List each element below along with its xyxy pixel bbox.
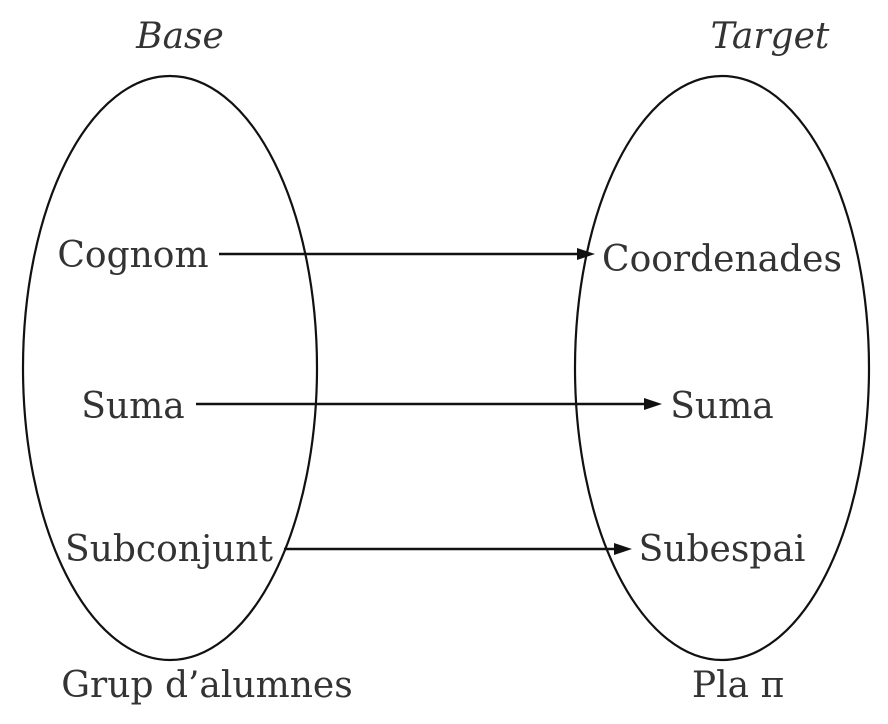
- base-caption: Grup d’alumnes: [61, 665, 352, 706]
- mapping-arrow-2: [196, 398, 662, 410]
- target-header: Target: [711, 16, 830, 57]
- target-caption: Pla π: [692, 665, 784, 706]
- target-item-subespai: Subespai: [639, 529, 806, 570]
- base-item-suma: Suma: [81, 386, 184, 427]
- target-item-suma: Suma: [670, 386, 773, 427]
- base-item-cognom: Cognom: [57, 235, 208, 276]
- base-item-subconjunt: Subconjunt: [65, 529, 273, 570]
- mapping-arrow-3: [284, 543, 632, 555]
- base-header: Base: [135, 16, 224, 57]
- base-ellipse: [21, 74, 319, 662]
- target-item-coordenades: Coordenades: [602, 239, 842, 280]
- mapping-arrow-1: [219, 248, 595, 260]
- target-ellipse: [573, 74, 871, 662]
